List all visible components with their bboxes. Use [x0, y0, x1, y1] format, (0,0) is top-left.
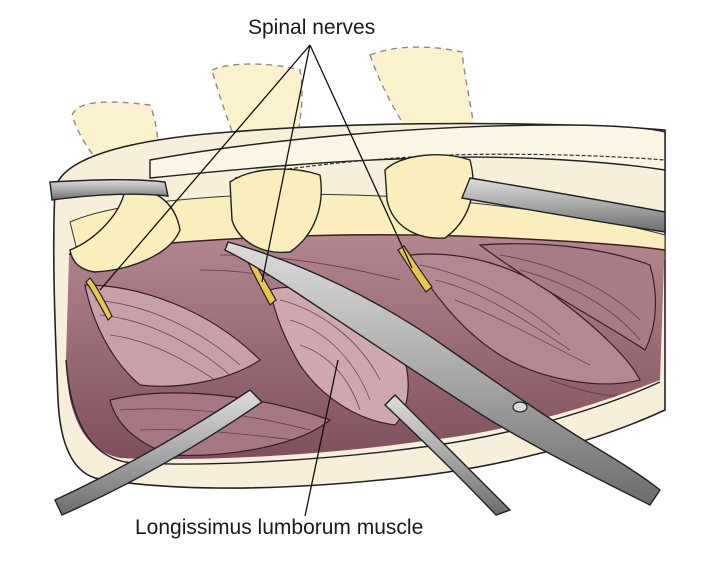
surgical-instruments: [49, 177, 666, 516]
label-spinal-nerves: Spinal nerves: [248, 16, 376, 40]
leader-lines: [99, 44, 413, 517]
label-longissimus-lumborum-muscle: Longissimus lumborum muscle: [131, 516, 428, 540]
lower-wound-margin: [65, 359, 661, 465]
spinous-processes: [69, 154, 474, 273]
